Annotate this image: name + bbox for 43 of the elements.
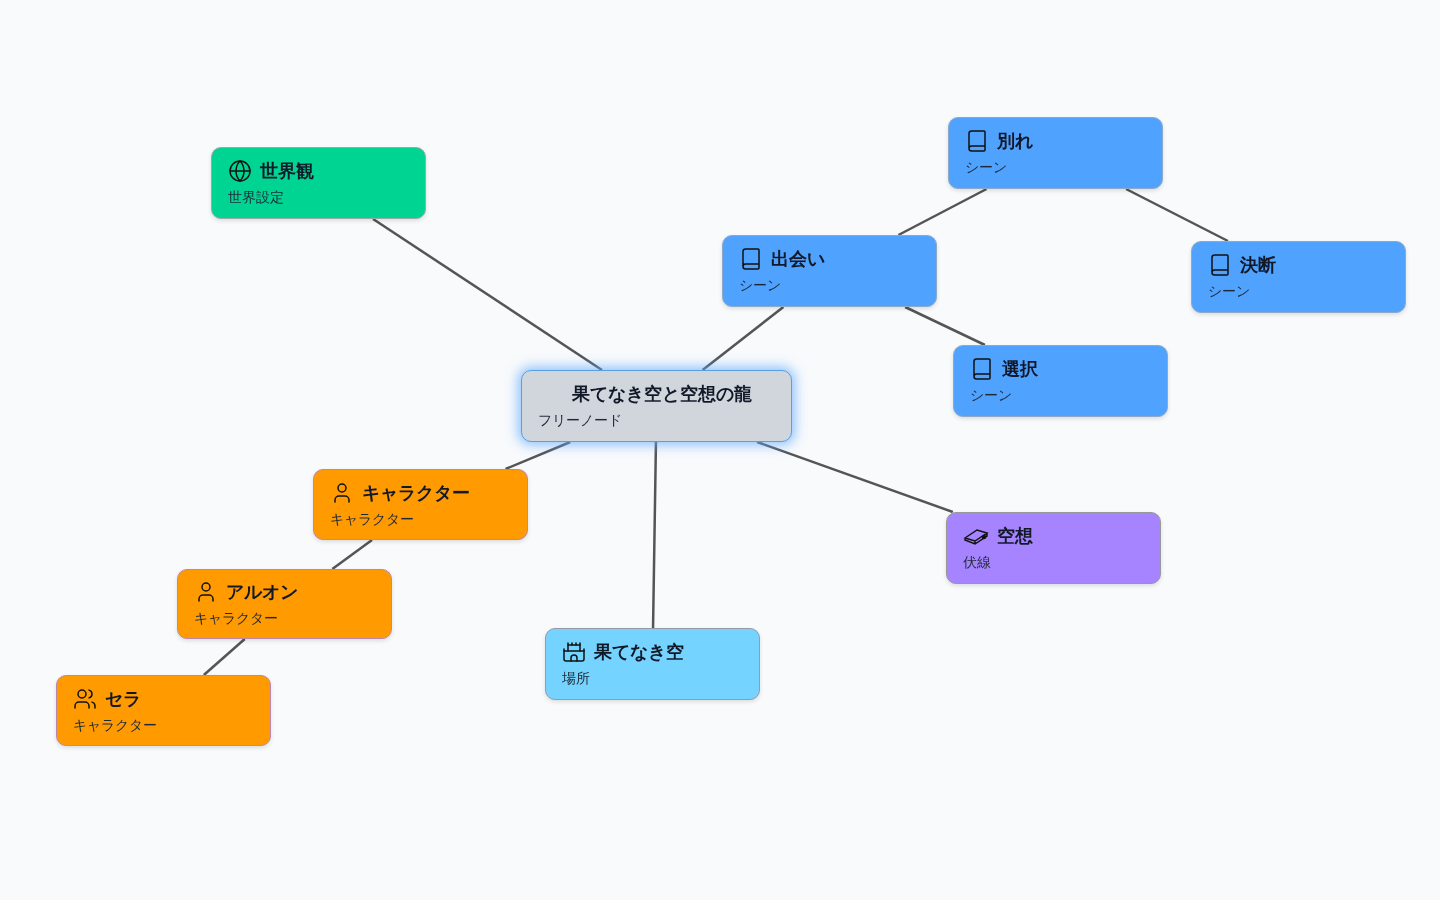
node-title: セラ bbox=[105, 686, 141, 711]
connector-line bbox=[1125, 187, 1229, 243]
node-subtitle: フリーノード bbox=[538, 412, 623, 430]
node-card bbox=[946, 512, 1161, 584]
connector-line bbox=[756, 440, 954, 514]
connector-line bbox=[651, 442, 658, 628]
node-title: 別れ bbox=[997, 129, 1033, 153]
node-card bbox=[521, 370, 792, 442]
node-subtitle: 世界設定 bbox=[228, 189, 285, 207]
node-subtitle: シーン bbox=[739, 277, 782, 295]
node-card bbox=[56, 675, 271, 746]
connector-line bbox=[372, 217, 603, 372]
connector-line bbox=[505, 440, 571, 471]
node-title: 世界観 bbox=[260, 159, 314, 183]
node-title: 選択 bbox=[1002, 357, 1038, 381]
node-subtitle: シーン bbox=[970, 387, 1013, 405]
node-title: 決断 bbox=[1240, 253, 1276, 277]
node-card bbox=[953, 345, 1168, 417]
connector-line bbox=[203, 638, 246, 676]
node-title: 空想 bbox=[997, 524, 1033, 548]
node-title: アルオン bbox=[226, 580, 298, 604]
node-subtitle: キャラクター bbox=[73, 716, 158, 735]
node-title: キャラクター bbox=[362, 480, 470, 505]
node-subtitle: キャラクター bbox=[330, 510, 415, 529]
connector-line bbox=[897, 187, 988, 237]
node-card bbox=[1191, 241, 1406, 313]
node-card bbox=[211, 147, 426, 219]
node-card bbox=[545, 628, 760, 700]
node-title: 果てなき空 bbox=[594, 640, 684, 664]
node-title: 果てなき空と空想の龍 bbox=[572, 382, 752, 406]
node-card bbox=[948, 117, 1163, 189]
node-card bbox=[177, 569, 392, 639]
node-card bbox=[313, 469, 528, 540]
node-card bbox=[722, 235, 937, 307]
node-subtitle: キャラクター bbox=[194, 610, 279, 628]
node-subtitle: 場所 bbox=[562, 670, 591, 688]
node-title: 出会い bbox=[771, 247, 825, 271]
node-subtitle: シーン bbox=[1208, 283, 1251, 301]
connector-line bbox=[701, 306, 785, 371]
node-subtitle: シーン bbox=[965, 159, 1008, 177]
node-subtitle: 伏線 bbox=[963, 554, 992, 572]
connector-line bbox=[904, 305, 986, 347]
connector-line bbox=[331, 539, 373, 570]
